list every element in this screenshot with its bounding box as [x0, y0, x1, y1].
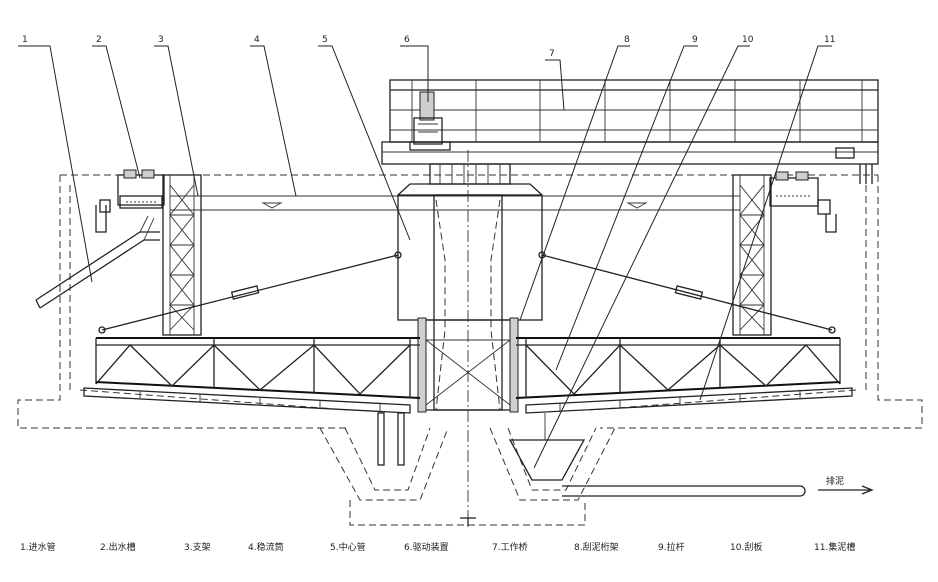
callout-2: 2 [96, 35, 102, 45]
callout-11: 11 [824, 35, 835, 45]
sludge-pipe [562, 485, 806, 497]
legend-item-4: 4.稳流筒 [248, 541, 284, 553]
legend-item-11: 11.集泥槽 [814, 541, 855, 553]
callout-10: 10 [742, 35, 754, 45]
flow-label: 排泥 [826, 475, 844, 487]
legend-item-2: 2.出水槽 [100, 541, 136, 553]
left-support-column [162, 174, 202, 336]
callout-7: 7 [549, 49, 555, 59]
callout-3: 3 [158, 35, 164, 45]
callout-6: 6 [404, 35, 410, 45]
legend-item-7: 7.工作桥 [492, 541, 528, 553]
right-support-column [732, 174, 772, 336]
sludge-hopper-right [508, 413, 586, 481]
legend-item-9: 9.拉杆 [658, 541, 685, 553]
callout-5: 5 [322, 35, 328, 45]
callout-9: 9 [692, 35, 698, 45]
foundation-mark [460, 517, 476, 526]
stilling-well [397, 183, 543, 321]
work-bridge [381, 79, 879, 184]
flow-arrow: 排泥 [818, 475, 874, 495]
legend-item-6: 6.驱动装置 [404, 541, 449, 553]
outlet-trough-right [769, 171, 837, 233]
callout-1: 1 [22, 35, 28, 45]
water-surface [170, 195, 740, 211]
legend-item-5: 5.中心管 [330, 541, 366, 553]
legend-item-10: 10.刮板 [730, 541, 762, 553]
scraper-truss-left [83, 337, 421, 414]
callout-4: 4 [254, 35, 260, 45]
legend-item-3: 3.支架 [184, 541, 211, 553]
drive-unit [409, 91, 511, 185]
tank-outline [17, 174, 923, 526]
parts-legend: 1.进水管 2.出水槽 3.支架 4.稳流筒 5.中心管 6.驱动装置 7.工作… [20, 541, 855, 553]
legend-item-8: 8.刮泥桁架 [574, 541, 619, 553]
leader-lines [18, 45, 832, 469]
outlet-trough-left [95, 169, 165, 233]
callout-8: 8 [624, 35, 630, 45]
scraper-truss-right [515, 337, 853, 414]
legend-item-1: 1.进水管 [20, 541, 56, 553]
callout-numbers: 1 2 3 4 5 6 7 8 9 10 11 [22, 35, 835, 59]
inlet-pipe [35, 215, 160, 309]
tie-rods [98, 251, 836, 334]
sludge-hopper-left [377, 412, 405, 466]
